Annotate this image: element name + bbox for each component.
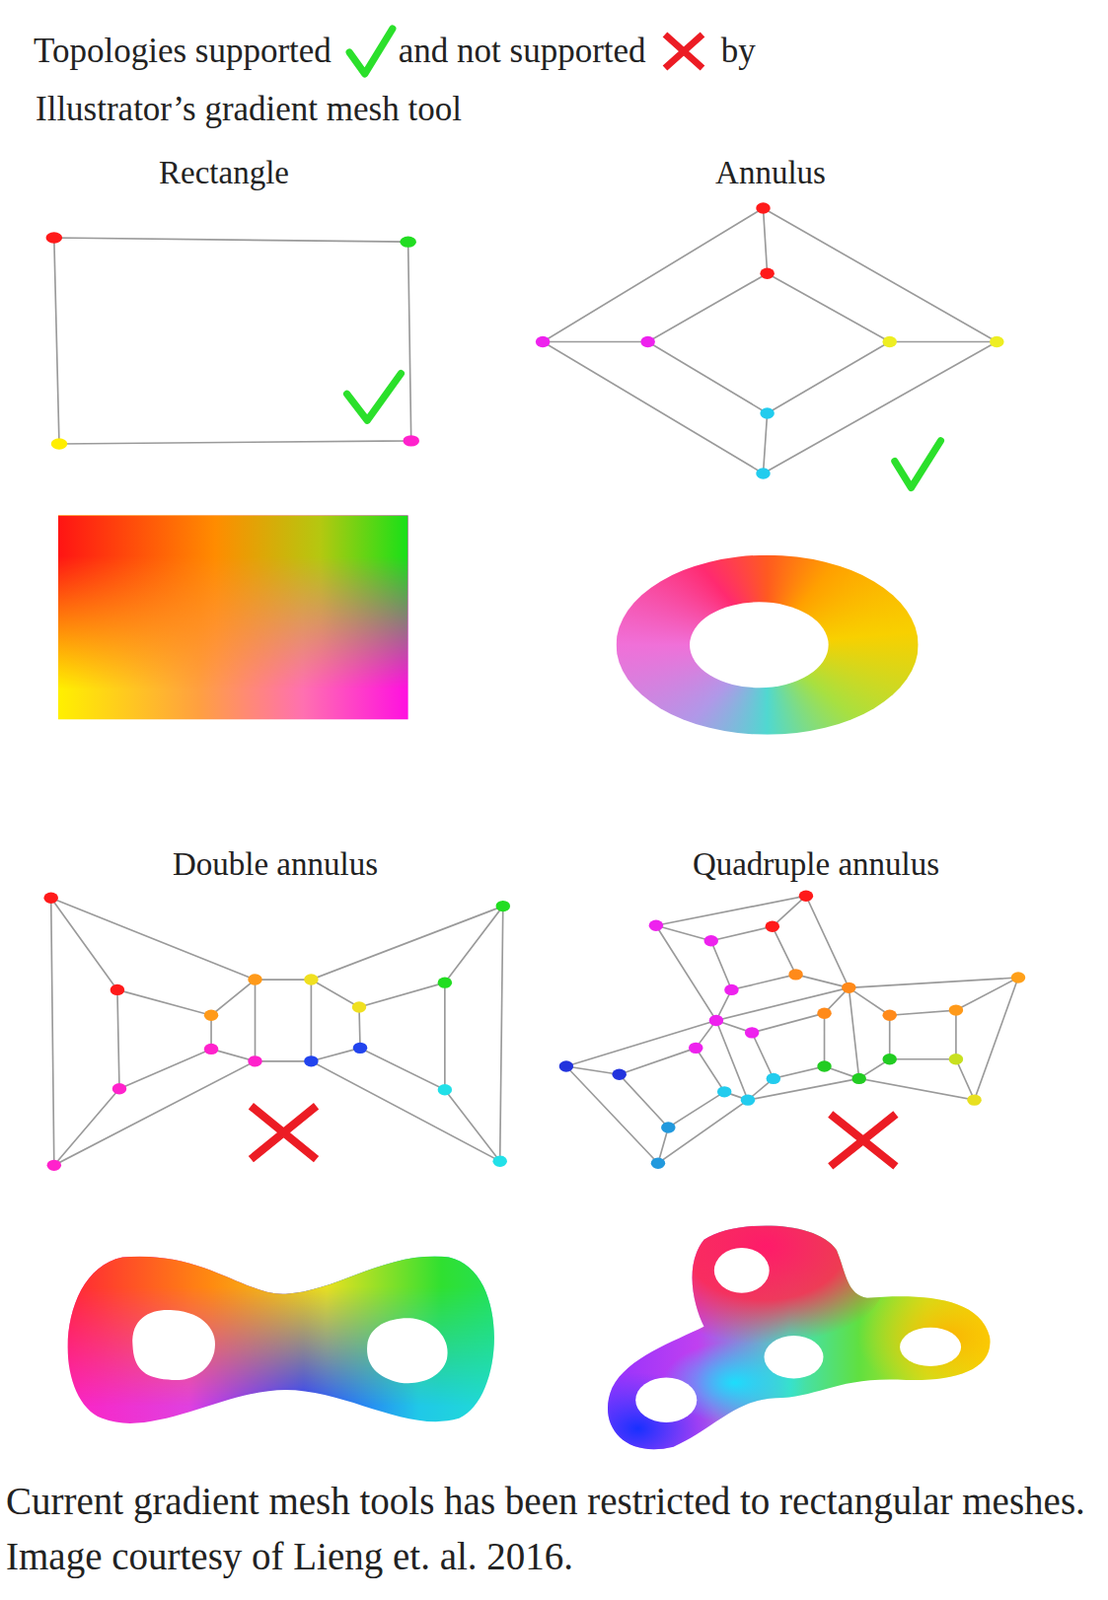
mesh-vertex — [688, 1042, 703, 1054]
mesh-vertex — [765, 921, 780, 933]
mesh-vertex — [47, 1160, 62, 1172]
rectangle-gradient — [58, 515, 409, 720]
mesh-vertex — [353, 1042, 368, 1054]
mesh-vertex — [759, 268, 774, 280]
mesh-vertex — [759, 407, 774, 419]
mesh-vertex — [816, 1008, 831, 1020]
mesh-vertex — [949, 1004, 963, 1016]
mesh-vertex — [661, 1121, 675, 1133]
mesh-lines — [54, 237, 412, 444]
mesh-vertex — [402, 435, 420, 446]
quadruple-annulus-mesh — [559, 890, 1027, 1170]
gradient-fill — [857, 1275, 1041, 1399]
mesh-vertex — [611, 1069, 626, 1081]
mesh-vertex — [755, 467, 770, 479]
mesh-vertex — [110, 984, 125, 996]
check-mark — [894, 441, 942, 489]
mesh-vertex — [352, 1001, 367, 1013]
annulus-gradient — [616, 555, 919, 736]
mesh-vertex — [438, 1084, 452, 1096]
gradient-fill — [51, 1250, 511, 1434]
hole — [764, 1335, 824, 1379]
mesh-vertex — [755, 202, 770, 214]
mesh-vertex — [492, 1156, 507, 1168]
cross-mark — [830, 1114, 896, 1168]
mesh-vertex — [649, 920, 664, 932]
mesh-vertex — [496, 900, 511, 912]
cross-mark — [250, 1106, 316, 1160]
mesh-lines — [542, 208, 997, 474]
mesh-vertex — [882, 1010, 896, 1022]
check-mark — [345, 24, 397, 78]
mesh-vertex — [989, 336, 1004, 348]
mesh-vertex — [204, 1043, 219, 1055]
mesh-vertex — [851, 1073, 866, 1085]
title-part: and not supported — [398, 24, 647, 78]
mesh-vertex — [724, 984, 739, 996]
panel-label: Quadruple annulus — [692, 845, 940, 886]
mesh-lines — [51, 897, 504, 1166]
mesh-vertex — [766, 1073, 781, 1085]
title-part: Illustrator’s gradient mesh tool — [35, 88, 462, 131]
hole — [635, 1377, 697, 1423]
hole — [714, 1248, 770, 1294]
quadruple-annulus-gradient — [556, 1188, 1041, 1485]
annulus-ring — [616, 555, 919, 736]
title: Topologies supported — [33, 24, 332, 78]
hole — [899, 1328, 961, 1367]
mesh-vertex — [247, 1055, 262, 1067]
mesh-vertex — [717, 1086, 732, 1098]
mesh-vertex — [204, 1010, 219, 1022]
cross-mark — [664, 34, 703, 69]
cross-mark — [662, 31, 706, 72]
panel-label: Annulus — [715, 153, 826, 194]
mesh-vertex — [704, 935, 719, 947]
mesh-vertex — [949, 1053, 963, 1065]
annulus-hole — [689, 601, 829, 688]
mesh-lines — [566, 895, 1019, 1164]
mesh-vertex — [112, 1083, 127, 1095]
double-annulus-gradient — [51, 1250, 511, 1434]
mesh-vertex — [740, 1094, 755, 1106]
hole — [132, 1310, 216, 1381]
mesh-vertex — [43, 892, 58, 904]
check-mark — [349, 28, 393, 74]
panel-label: Double annulus — [172, 845, 378, 886]
mesh-vertex — [816, 1060, 831, 1072]
mesh-vertex — [51, 438, 69, 449]
check-mark — [347, 373, 402, 422]
gradient-fill — [58, 515, 409, 720]
mesh-vertex — [247, 973, 262, 985]
mesh-vertex — [744, 1027, 759, 1038]
caption: Current gradient mesh tools has been res… — [5, 1474, 1102, 1585]
gradient-fill — [642, 1188, 887, 1353]
panel-label: Rectangle — [158, 153, 290, 194]
mesh-vertex — [303, 1055, 318, 1067]
mesh-vertex — [303, 973, 318, 985]
mesh-vertex — [882, 1053, 896, 1065]
gradient-fill — [58, 515, 409, 720]
mesh-vertex — [438, 976, 452, 988]
mesh-vertex — [640, 336, 655, 348]
mesh-vertex — [709, 1015, 724, 1027]
mesh-vertex — [46, 231, 64, 243]
gradient-fill — [51, 1250, 511, 1434]
hole — [367, 1318, 448, 1384]
title-line: Topologies supported and not supported b… — [33, 24, 756, 78]
double-annulus-mesh — [43, 892, 511, 1172]
mesh-vertex — [559, 1060, 574, 1072]
rectangle-mesh — [46, 231, 420, 449]
mesh-vertex — [651, 1158, 665, 1170]
annulus-mesh — [535, 202, 1005, 479]
mesh-vertex — [788, 968, 803, 980]
mesh-vertex — [966, 1094, 981, 1106]
mesh-vertex — [841, 982, 856, 994]
title-part: by — [721, 24, 756, 78]
mesh-vertex — [1011, 971, 1026, 983]
mesh-vertex — [399, 235, 417, 247]
mesh-vertex — [535, 336, 550, 348]
mesh-vertex — [882, 336, 896, 348]
mesh-vertex — [799, 890, 813, 902]
